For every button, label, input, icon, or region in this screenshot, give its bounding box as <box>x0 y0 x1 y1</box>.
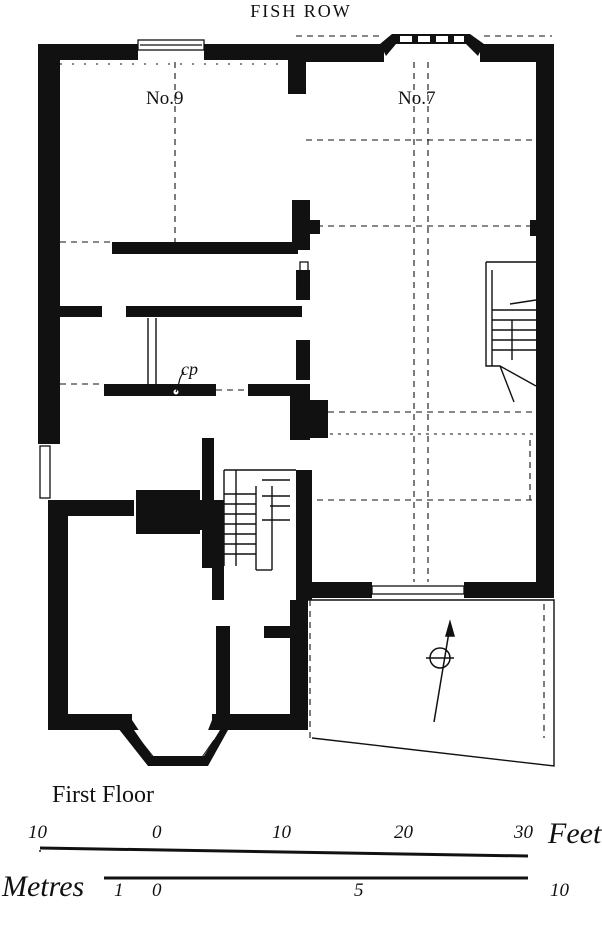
feet-tick-10: 10 <box>272 822 291 843</box>
wall-rear-right <box>290 600 308 730</box>
wall-rear-bottom-b <box>212 714 308 730</box>
front-bay-no7 <box>380 34 484 56</box>
side-windows <box>39 261 465 703</box>
street-label: FISH ROW <box>250 1 352 21</box>
wall-rear-bottom-a <box>48 714 132 730</box>
window-no9-front <box>137 39 205 51</box>
feet-tick-0: 0 <box>152 822 162 843</box>
wall-rear-stub <box>264 626 294 638</box>
cp-label: cp <box>181 359 198 379</box>
party-wall-seg2 <box>296 340 310 380</box>
bay-window <box>118 720 228 766</box>
metres-tick-5: 5 <box>354 880 364 901</box>
wall-rear-top <box>48 500 134 516</box>
wall-left-lower <box>48 500 68 730</box>
party-wall-lower <box>296 470 312 600</box>
stair-wall-lower <box>212 500 224 600</box>
wall-top-no9-a <box>38 44 138 60</box>
wall-no9-h1 <box>112 242 298 254</box>
walls <box>38 44 554 730</box>
floor-label: First Floor <box>52 782 155 808</box>
wall-top-no7-b <box>480 44 552 62</box>
party-wall-chimney-b <box>310 400 328 438</box>
north-arrow-icon <box>426 619 455 723</box>
wall-bottom-no7-b <box>464 582 554 598</box>
wall-rear-partition <box>216 626 230 726</box>
no7-inner-wall <box>296 220 320 234</box>
party-wall-top <box>288 44 306 94</box>
feet-tick-30: 30 <box>514 822 533 843</box>
metres-tick-0: 0 <box>152 880 162 901</box>
cp-marker <box>172 371 185 396</box>
wall-left-upper <box>38 44 60 444</box>
metres-tick-10: 10 <box>550 880 569 901</box>
chimney-stack <box>162 500 208 530</box>
party-wall-chimney <box>290 384 310 440</box>
wall-no9-h3a <box>104 384 216 396</box>
feet-tick-10-neg: 10 <box>28 822 47 843</box>
wall-top-no7-a <box>292 44 384 62</box>
wall-top-no9-b <box>204 44 304 60</box>
metres-unit-label: Metres <box>2 870 85 903</box>
pier-right <box>530 220 544 236</box>
wall-no9-h3b <box>248 384 298 396</box>
dashed-grid <box>60 35 552 738</box>
wall-no9-h2a <box>60 306 102 317</box>
wall-right <box>536 44 554 592</box>
thin-lines <box>39 261 555 880</box>
feet-tick-20: 20 <box>394 822 413 843</box>
room-label-no7: No.7 <box>398 88 436 109</box>
metres-tick-1: 1 <box>114 880 124 901</box>
feet-unit-label: Feet <box>548 817 602 850</box>
room-label-no9: No.9 <box>146 88 184 109</box>
wall-no9-h2b <box>126 306 302 317</box>
wall-bottom-no7-a <box>296 582 372 598</box>
